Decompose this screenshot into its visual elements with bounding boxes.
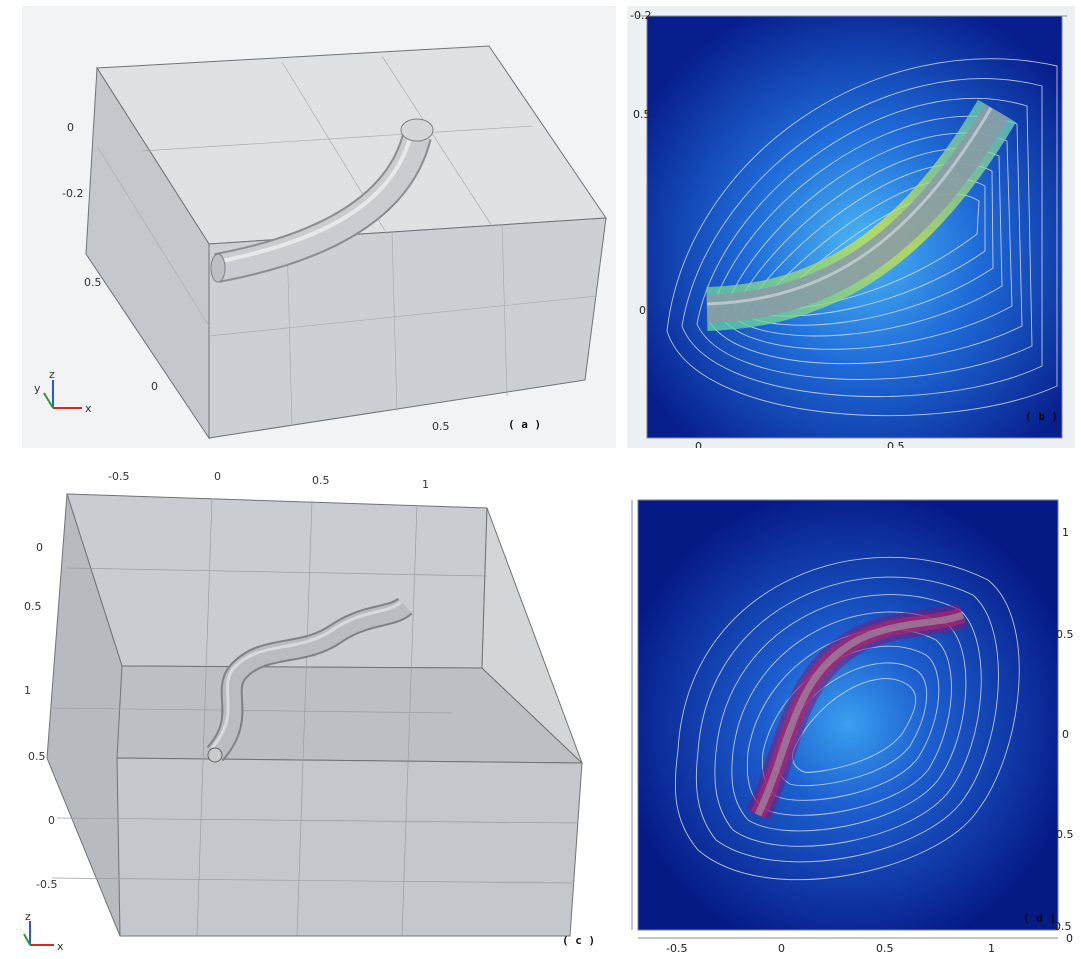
tick-a-4: 0.5: [432, 420, 450, 433]
tick-b-bottom-0: 0: [695, 440, 702, 448]
panel-c: -0.5 0 0.5 1 0 0.5 1 0.5 0 -0.5 x z ( c …: [22, 458, 616, 956]
panel-b-plot: -0.2 0.5 0 0 0.5 ( b ): [627, 6, 1075, 448]
tube: [214, 132, 430, 281]
panel-label-a: ( a ): [508, 418, 541, 431]
tick-c-left-3: 0.5: [28, 750, 46, 763]
tick-c-top-2: 0.5: [312, 474, 330, 487]
tube: [207, 598, 412, 760]
tick-d-bottom-3: 1: [988, 942, 995, 955]
panel-label-c: ( c ): [562, 934, 595, 947]
tick-a-2: 0.5: [84, 276, 102, 289]
tick-c-left-4: 0: [48, 814, 55, 827]
tick-b-bottom-1: 0.5: [887, 440, 905, 448]
tick-b-left-1: 0.5: [633, 108, 651, 121]
tick-c-top-1: 0: [214, 470, 221, 483]
tick-c-left-2: 1: [24, 684, 31, 697]
svg-text:y: y: [34, 382, 41, 395]
svg-text:z: z: [25, 910, 31, 923]
panel-c-plot: -0.5 0 0.5 1 0 0.5 1 0.5 0 -0.5 x z ( c …: [22, 458, 616, 956]
tick-c-top-0: -0.5: [108, 470, 129, 483]
tick-d-right-2: 0: [1062, 728, 1069, 741]
tick-d-bottom-2: 0.5: [876, 942, 894, 955]
tick-d-bottom-4: 0: [1066, 932, 1073, 945]
tick-c-left-1: 0.5: [24, 600, 42, 613]
tick-d-right-1: 0.5: [1056, 628, 1074, 641]
svg-text:x: x: [85, 402, 92, 415]
panel-label-b: ( b ): [1025, 410, 1058, 423]
panel-d-plot: 1 0.5 0 0.5 0.5 -0.5 0 0.5 1 0 ( d ): [618, 490, 1078, 956]
panel-b: -0.2 0.5 0 0 0.5 ( b ): [627, 6, 1075, 448]
axis-triad-icon: x z: [23, 910, 64, 953]
tick-b-left-0: -0.2: [630, 9, 651, 22]
svg-text:z: z: [49, 368, 55, 381]
tick-c-top-3: 1: [422, 478, 429, 491]
panel-a: 0 -0.2 0.5 0 0.5 x z y ( a ): [22, 6, 616, 448]
tick-c-left-5: -0.5: [36, 878, 57, 891]
panel-a-plot: 0 -0.2 0.5 0 0.5 x z y ( a ): [22, 6, 616, 448]
tick-c-left-0: 0: [36, 541, 43, 554]
axis-triad-icon: x z y: [34, 368, 92, 415]
tick-a-1: -0.2: [62, 187, 83, 200]
panel-label-d: ( d ): [1023, 912, 1056, 925]
svg-text:x: x: [57, 940, 64, 953]
tick-a-0: 0: [67, 121, 74, 134]
tick-d-right-3: 0.5: [1056, 828, 1074, 841]
tick-d-bottom-0: -0.5: [666, 942, 687, 955]
tube: [706, 103, 1010, 323]
tick-b-left-2: 0: [639, 304, 646, 317]
panel-d: 1 0.5 0 0.5 0.5 -0.5 0 0.5 1 0 ( d ): [618, 490, 1078, 956]
tick-d-right-0: 1: [1062, 526, 1069, 539]
tick-d-bottom-1: 0: [778, 942, 785, 955]
tick-a-3: 0: [151, 380, 158, 393]
tick-d-right-4: 0.5: [1054, 920, 1072, 933]
